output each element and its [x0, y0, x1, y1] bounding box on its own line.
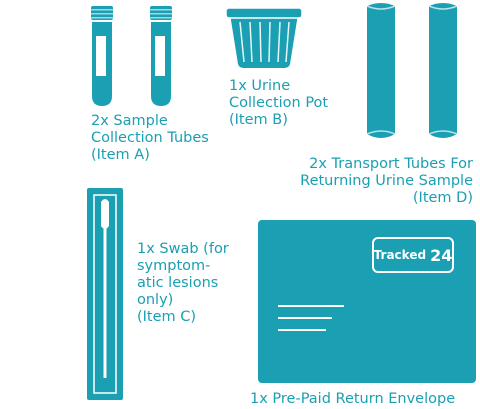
- tracked-stamp-text: Tracked: [373, 248, 427, 262]
- transport-tubes-line1: 2x Transport Tubes For: [309, 156, 473, 172]
- urine-pot-line1: 1x Urine: [229, 78, 291, 94]
- transport-tubes-label: 2x Transport Tubes For Returning Urine S…: [270, 156, 473, 207]
- swab-line4: only): [137, 292, 174, 308]
- transport-tube-icon: [366, 3, 396, 138]
- sample-tubes-line2: Collection Tubes: [91, 130, 209, 146]
- swab-label: 1x Swab (for symptom- atic lesions only)…: [137, 241, 247, 326]
- urine-pot-label: 1x Urine Collection Pot (Item B): [229, 78, 369, 129]
- tracked-stamp-number: 24: [430, 245, 453, 265]
- swab-line3: atic lesions: [137, 275, 219, 291]
- sample-tubes-line3: (Item A): [91, 147, 150, 163]
- address-line: [278, 317, 332, 319]
- transport-tubes-line2: Returning Urine Sample: [300, 173, 473, 189]
- sample-tubes-line1: 2x Sample: [91, 113, 168, 129]
- swab-line5: (Item C): [137, 309, 197, 325]
- sample-tube-icon: [150, 6, 172, 106]
- swab-icon: [87, 188, 123, 400]
- swab-line1: 1x Swab (for: [137, 241, 229, 257]
- transport-tubes-line3: (Item D): [412, 190, 473, 206]
- sample-tubes-label: 2x Sample Collection Tubes (Item A): [91, 113, 231, 164]
- envelope-label: 1x Pre-Paid Return Envelope: [250, 391, 456, 407]
- urine-pot-icon: [225, 7, 303, 68]
- address-line: [278, 305, 344, 307]
- urine-pot-line3: (Item B): [229, 112, 288, 128]
- swab-line2: symptom-: [137, 258, 211, 274]
- tracked-stamp: Tracked 24: [372, 237, 454, 273]
- urine-pot-line2: Collection Pot: [229, 95, 329, 111]
- sample-tube-icon: [91, 6, 113, 106]
- envelope-icon: Tracked 24: [258, 220, 476, 383]
- address-line: [278, 329, 326, 331]
- transport-tube-icon: [428, 3, 458, 138]
